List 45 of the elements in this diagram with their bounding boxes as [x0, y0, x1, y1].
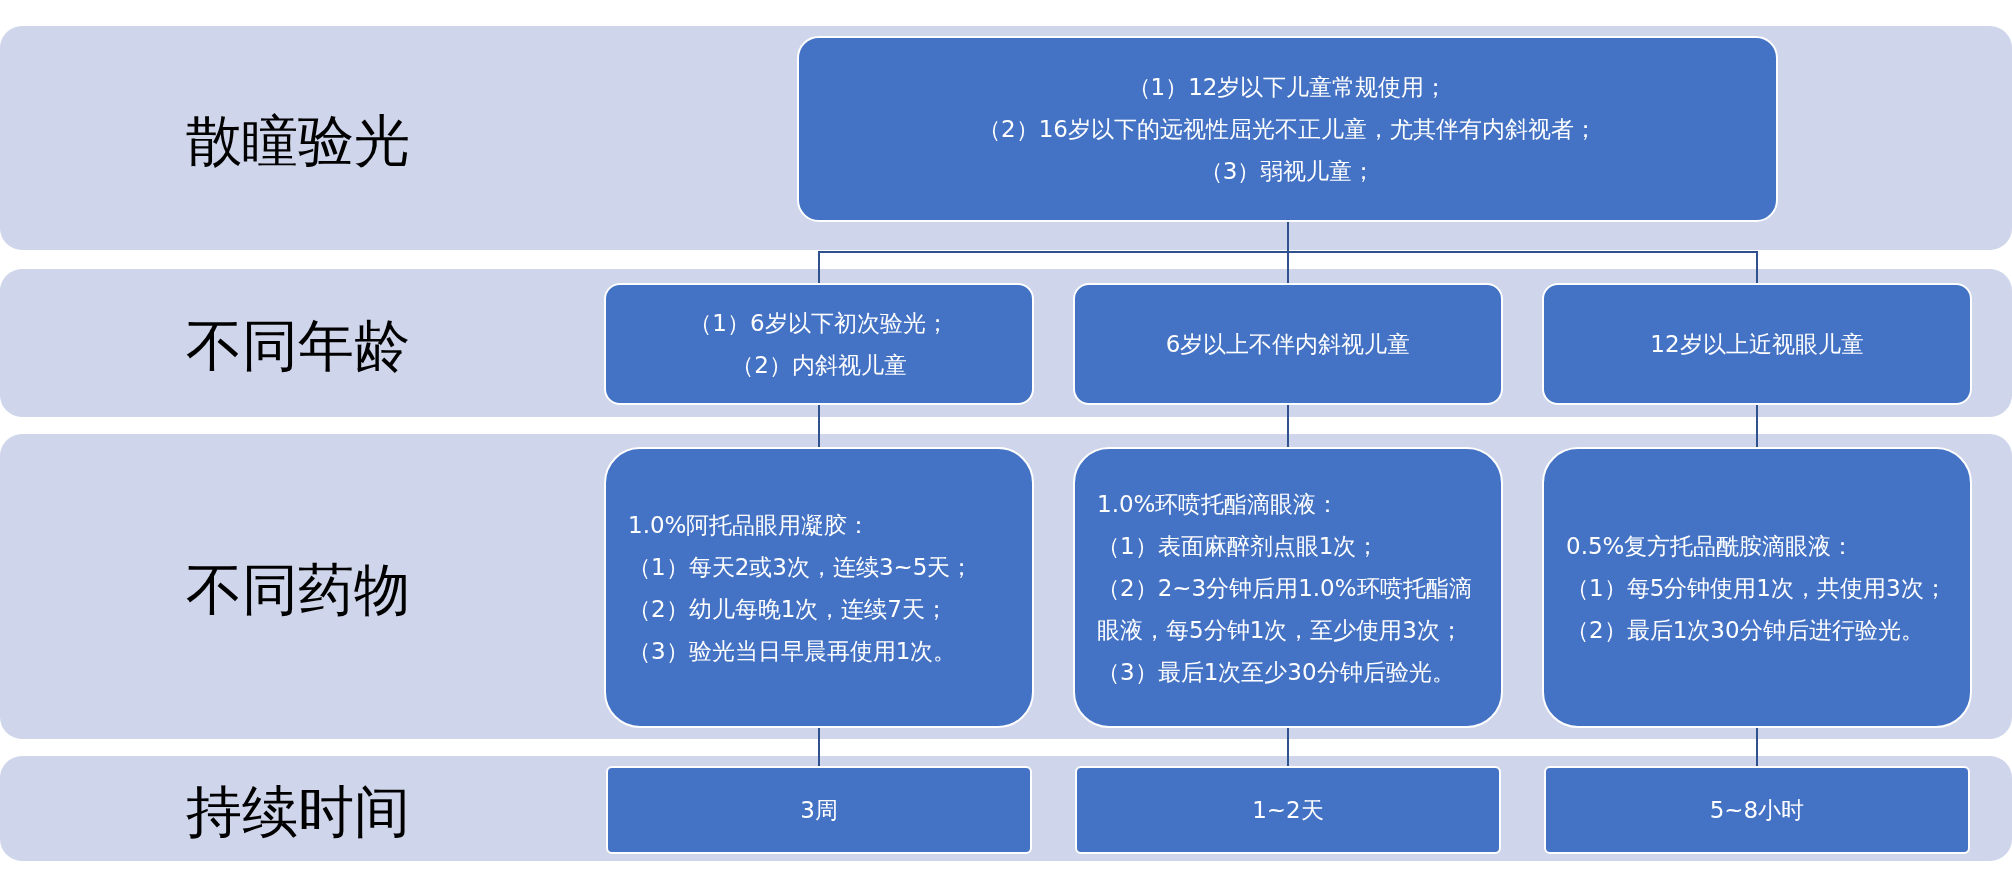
connector-line: [818, 727, 820, 767]
box-text: 0.5%复方托品酰胺滴眼液：: [1566, 531, 1856, 561]
box-text: （1）每5分钟使用1次，共使用3次；: [1566, 573, 1948, 603]
box-text: （1）6岁以下初次验光；: [688, 309, 950, 338]
box-text: 6岁以上不伴内斜视儿童: [1164, 330, 1412, 359]
box-text: （2）16岁以下的远视性屈光不正儿童，尤其伴有内斜视者；: [977, 115, 1598, 144]
row-heading: 不同年龄: [186, 312, 410, 380]
box-text: （3）最后1次至少30分钟后验光。: [1097, 657, 1456, 687]
process-box: [1075, 766, 1501, 854]
box-text: 3周: [799, 796, 839, 825]
box-text: 5~8小时: [1708, 796, 1806, 825]
box-text: 1.0%阿托品眼用凝胶：: [628, 510, 872, 540]
row-band: [0, 269, 2012, 417]
connector-line: [1287, 404, 1289, 448]
box-text: （1）12岁以下儿童常规使用；: [1126, 73, 1449, 102]
row-band: [0, 26, 2012, 250]
box-text: 1~2天: [1251, 796, 1325, 825]
row-band: [0, 434, 2012, 739]
connector-line: [1756, 727, 1758, 767]
box-text: 1.0%环喷托酯滴眼液：: [1097, 489, 1341, 519]
connector-line: [1287, 727, 1289, 767]
process-box: [1542, 447, 1972, 728]
process-box: [1542, 283, 1972, 405]
process-box: [1544, 766, 1970, 854]
process-box: [606, 766, 1032, 854]
box-text: （1）每天2或3次，连续3~5天；: [628, 552, 975, 582]
box-text: （2）幼儿每晚1次，连续7天；: [628, 594, 949, 624]
box-text: 12岁以上近视眼儿童: [1649, 330, 1865, 359]
connector-line: [1756, 404, 1758, 448]
process-box: [1073, 283, 1503, 405]
row-heading: 不同药物: [186, 555, 410, 624]
process-box: [1073, 447, 1503, 728]
row-heading: 散瞳验光: [186, 107, 410, 175]
box-text: （2）2~3分钟后用1.0%环喷托酯滴眼液，每5分钟1次，至少使用3次；: [1097, 573, 1473, 645]
row-band: [0, 756, 2012, 861]
process-box: [604, 283, 1034, 405]
process-box: [797, 36, 1778, 222]
connector-line: [818, 404, 820, 448]
row-heading: 持续时间: [186, 777, 410, 846]
box-text: （3）弱视儿童；: [1198, 157, 1377, 186]
box-text: （2）内斜视儿童: [730, 351, 908, 380]
box-text: （3）验光当日早晨再使用1次。: [628, 636, 958, 666]
box-text: （1）表面麻醉剂点眼1次；: [1097, 531, 1381, 561]
process-box: [604, 447, 1034, 728]
box-text: （2）最后1次30分钟后进行验光。: [1566, 615, 1925, 645]
